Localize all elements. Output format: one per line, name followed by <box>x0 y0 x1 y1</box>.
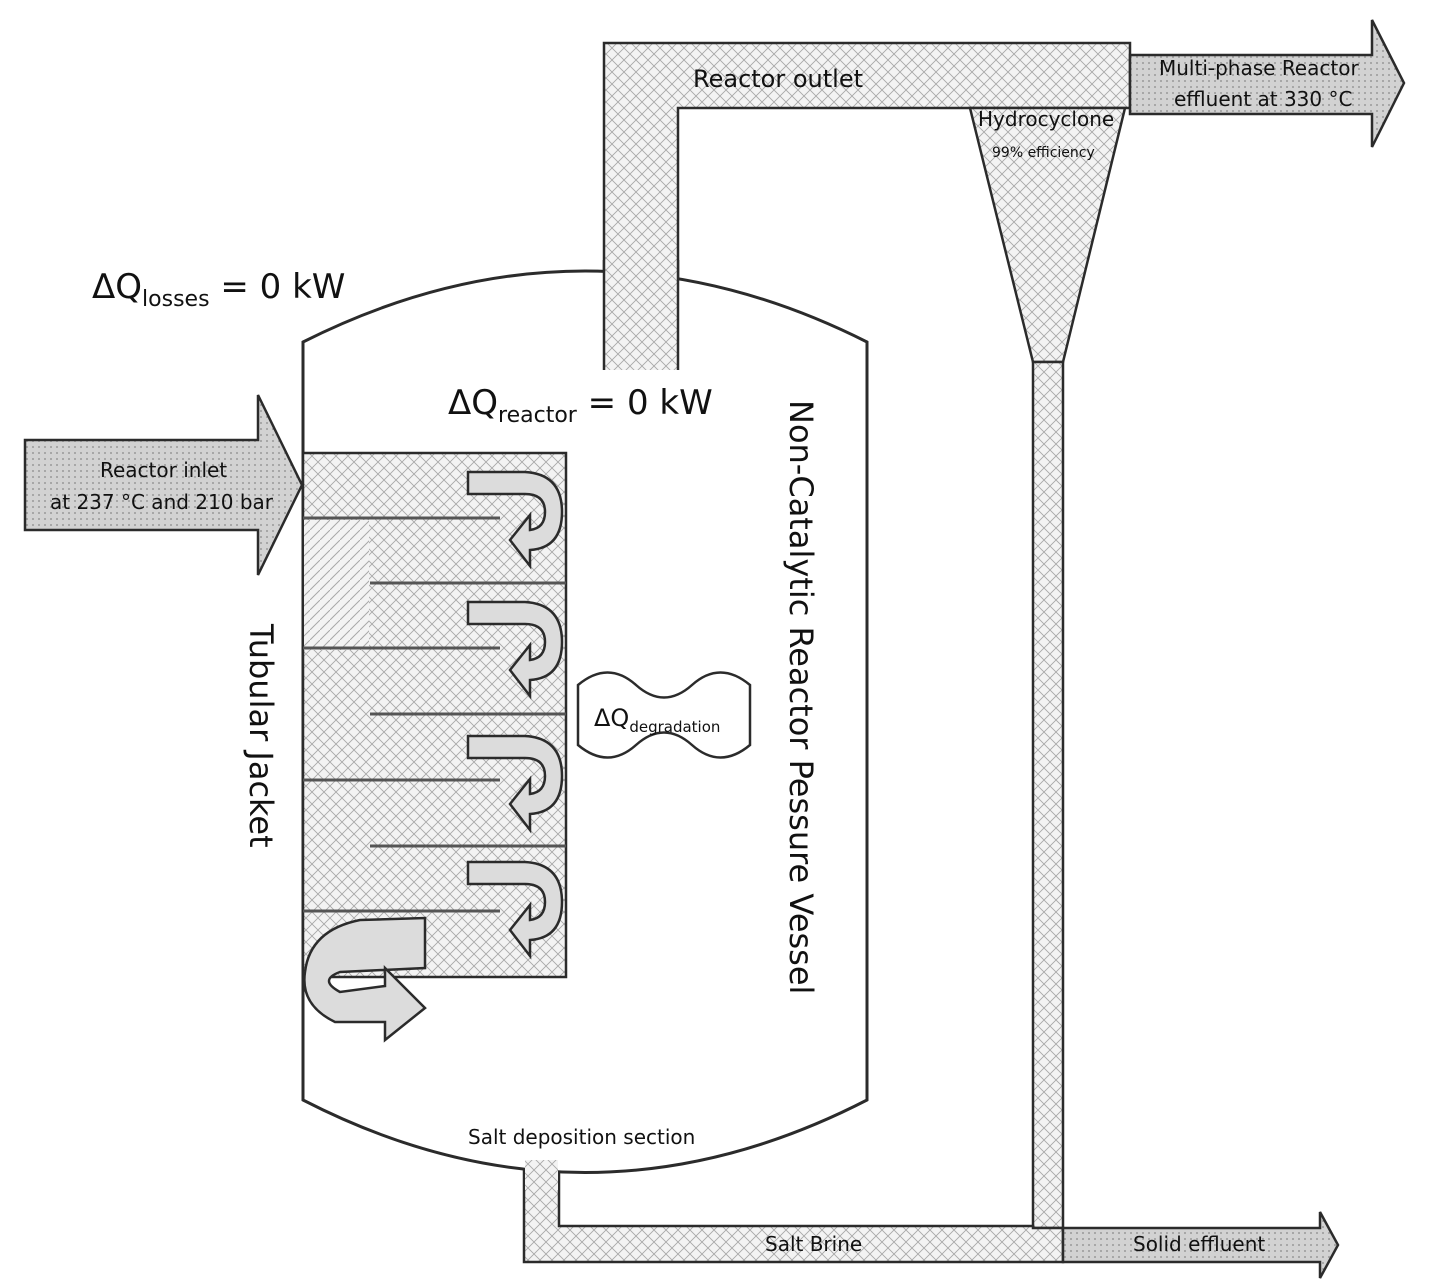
reactor-inlet-arrow <box>23 394 304 576</box>
q-reactor-label: ΔQreactor = 0 kW <box>448 383 713 428</box>
tubular-jacket-label: Tubular Jacket <box>242 623 280 848</box>
salt-brine-label: Salt Brine <box>765 1232 862 1256</box>
jacket-outflow-arrow <box>303 916 427 1043</box>
hydrocyclone-efficiency-label: 99% efficiency <box>992 145 1095 161</box>
salt-brine-pipe <box>522 1158 1065 1264</box>
jacket-flow-arrows <box>466 470 564 960</box>
q-degradation-label: ΔQdegradation <box>594 704 720 736</box>
solid-effluent-label: Solid effluent <box>1133 1232 1265 1256</box>
inlet-label-line1: Reactor inlet <box>100 458 227 482</box>
reactor-outlet-label: Reactor outlet <box>693 65 863 93</box>
solid-effluent-arrow <box>1061 1211 1340 1279</box>
vessel-label: Non-Catalytic Reactor Pessure Vessel <box>782 400 820 994</box>
jacket-baffles <box>303 516 566 913</box>
q-losses-label: ΔQlosses = 0 kW <box>92 267 345 312</box>
hydrocyclone-label: Hydrocyclone <box>978 107 1114 131</box>
inlet-label-line2: at 237 °C and 210 bar <box>50 490 274 514</box>
effluent-outlet-arrow <box>1128 19 1406 148</box>
reactor-outlet-stub <box>605 260 677 370</box>
salt-deposition-label: Salt deposition section <box>468 1125 695 1149</box>
effluent-label-line1: Multi-phase Reactor <box>1159 56 1359 80</box>
degradation-wave-box <box>576 671 752 759</box>
hydrocyclone-underflow-pipe <box>1031 360 1065 1230</box>
effluent-label-line2: effluent at 330 °C <box>1174 87 1352 111</box>
